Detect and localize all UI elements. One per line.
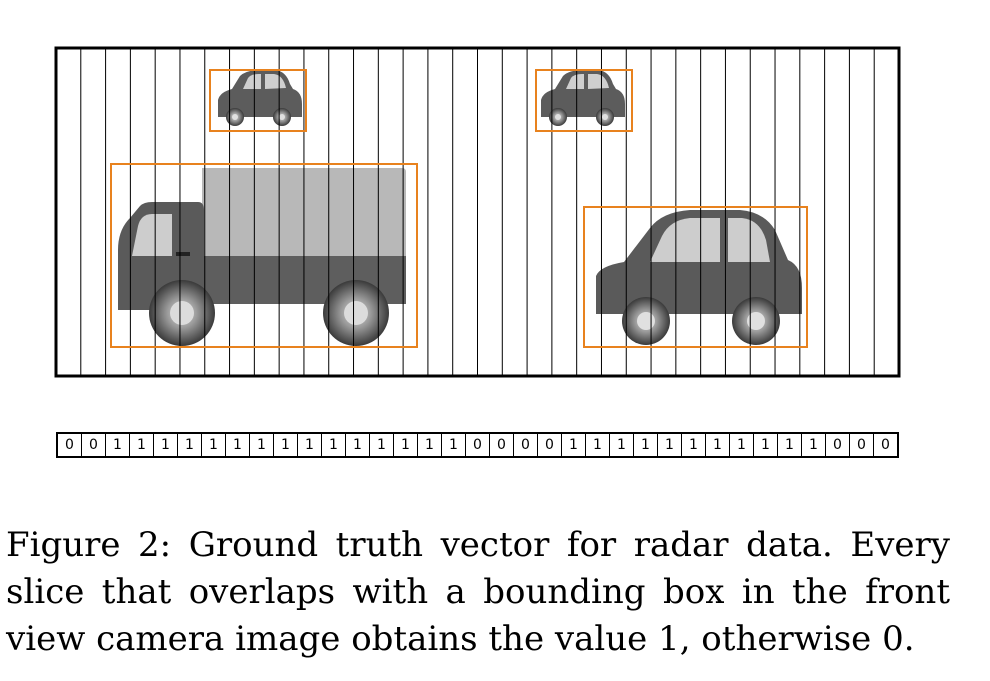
bbox-small-car-right	[535, 69, 633, 132]
vector-cell: 1	[682, 434, 706, 456]
bbox-small-car-left	[209, 69, 307, 132]
vector-cell: 0	[490, 434, 514, 456]
vector-cell: 1	[610, 434, 634, 456]
vector-cell: 0	[538, 434, 562, 456]
vector-cell: 1	[298, 434, 322, 456]
vector-cell: 1	[154, 434, 178, 456]
vector-cell: 0	[881, 437, 890, 453]
vector-cell: 1	[634, 434, 658, 456]
vector-cell: 1	[106, 434, 130, 456]
bbox-truck	[110, 163, 418, 348]
vector-cell: 1	[274, 434, 298, 456]
vector-cell: 1	[778, 434, 802, 456]
figure-caption: Figure 2: Ground truth vector for radar …	[6, 522, 950, 663]
vector-cell: 1	[562, 434, 586, 456]
vector-cell: 1	[130, 434, 154, 456]
vector-cell: 0	[82, 434, 106, 456]
vector-cell: 1	[394, 434, 418, 456]
small-car-left-icon	[218, 70, 302, 126]
vector-cell: 1	[730, 434, 754, 456]
vector-cell: 1	[346, 434, 370, 456]
bounding-boxes	[110, 69, 808, 348]
bbox-large-car	[583, 206, 808, 348]
vector-cell: 1	[202, 434, 226, 456]
vector-cell: 0	[58, 434, 82, 456]
caption-label: Figure 2:	[6, 525, 172, 565]
truck-icon	[118, 168, 406, 346]
vector-cell: 1	[754, 434, 778, 456]
vector-cell: 1	[418, 434, 442, 456]
vector-cell: 1	[802, 434, 826, 456]
radar-figure	[54, 46, 901, 378]
vector-cell: 1	[226, 434, 250, 456]
vector-cell: 1	[250, 434, 274, 456]
vector-cell: 1	[658, 434, 682, 456]
radar-slices	[80, 48, 875, 376]
vector-cell: 0	[466, 434, 490, 456]
vector-cell: 1	[370, 434, 394, 456]
camera-image-frame	[54, 46, 901, 378]
vector-cell: 0	[514, 434, 538, 456]
vector-cell: 1	[178, 434, 202, 456]
caption-text: Ground truth vector for radar data. Ever…	[6, 525, 950, 659]
vector-cell: 0	[850, 434, 874, 456]
vector-cell: 1	[442, 434, 466, 456]
vector-cell: 1	[322, 434, 346, 456]
vector-cell: 1	[586, 434, 610, 456]
small-car-right-icon	[541, 70, 625, 126]
large-car-icon	[596, 210, 802, 345]
vector-cell: 0	[826, 434, 850, 456]
vector-cell: 1	[706, 434, 730, 456]
